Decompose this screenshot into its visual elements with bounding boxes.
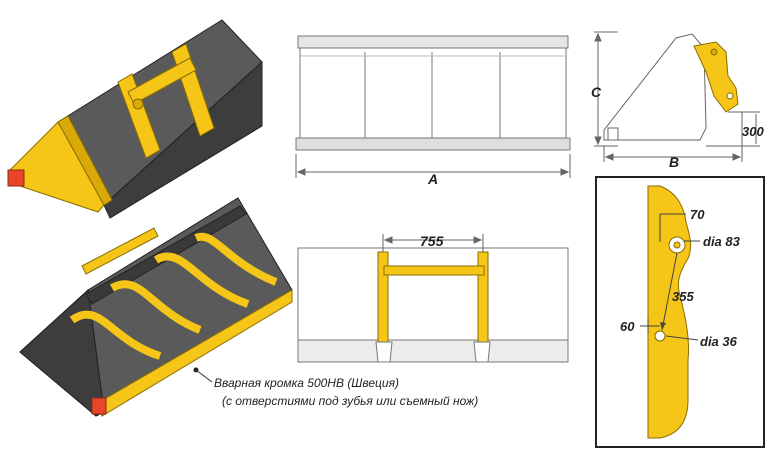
dimension-c bbox=[594, 31, 618, 147]
dimension-355-line bbox=[661, 252, 678, 331]
hole-36 bbox=[654, 330, 666, 342]
bucket-iso-back-view bbox=[7, 19, 263, 219]
dimension-70-label: 70 bbox=[690, 207, 705, 222]
bucket-front-elevation bbox=[295, 35, 571, 151]
dimension-755-label: 755 bbox=[420, 233, 444, 249]
dimension-755 bbox=[382, 234, 484, 252]
dimension-b-label: B bbox=[669, 154, 679, 170]
bucket-iso-front-view bbox=[19, 197, 293, 417]
dimension-355-label: 355 bbox=[672, 289, 694, 304]
dimension-a bbox=[295, 154, 571, 178]
dimension-70 bbox=[659, 213, 686, 242]
dimension-dia36-label: dia 36 bbox=[700, 334, 738, 349]
dimension-b bbox=[603, 112, 743, 162]
dimension-c-label: C bbox=[591, 84, 602, 100]
caption-line-1: Вварная кромка 500HB (Швеция) bbox=[214, 376, 399, 390]
dimension-60-label: 60 bbox=[620, 319, 635, 334]
dimension-dia83-label: dia 83 bbox=[703, 234, 741, 249]
bucket-rear-elevation bbox=[297, 247, 569, 363]
dimension-a-label: A bbox=[427, 171, 438, 187]
caption-line-2: (с отверстиями под зубья или съемный нож… bbox=[222, 394, 478, 408]
dimension-300 bbox=[706, 111, 760, 147]
bucket-side-elevation bbox=[603, 33, 739, 141]
dimension-60 bbox=[640, 318, 660, 334]
bracket-detail bbox=[647, 185, 692, 439]
dimension-300-label: 300 bbox=[742, 124, 764, 139]
